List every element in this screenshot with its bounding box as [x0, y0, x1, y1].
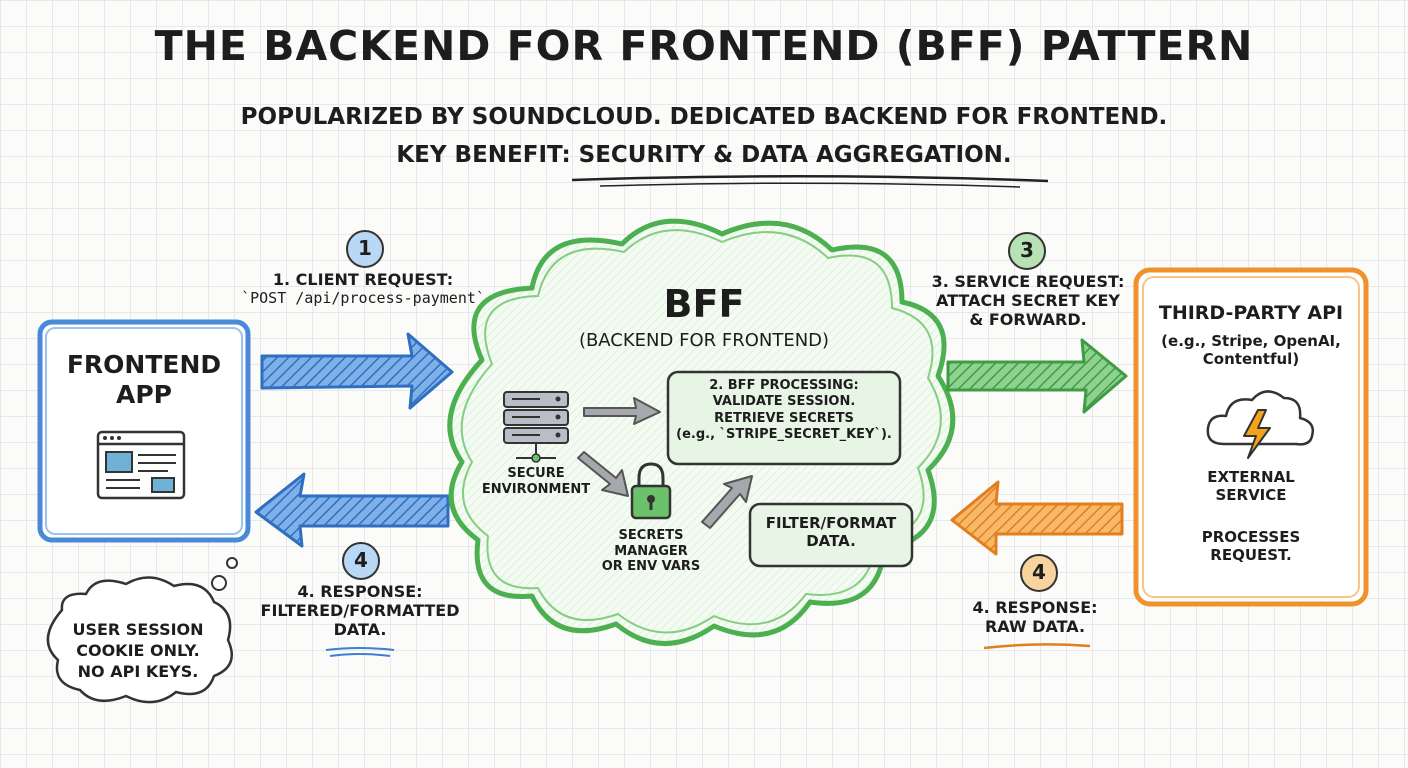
arrow-raw-response	[950, 480, 1124, 556]
secrets-label: SECRETS MANAGER OR ENV VARS	[601, 528, 701, 575]
server-icon	[503, 391, 569, 463]
bff-subtitle: (BACKEND FOR FRONTEND)	[578, 330, 830, 351]
arrow-client-request	[260, 332, 454, 410]
subtitle-highlight: SECURITY & DATA AGGREGATION.	[578, 142, 1012, 168]
arrow-filtered-response	[254, 472, 450, 548]
step-4-left-label: 4. RESPONSE: FILTERED/FORMATTED DATA.	[260, 582, 460, 640]
processing-text: 2. BFF PROCESSING: VALIDATE SESSION. RET…	[676, 378, 892, 442]
filter-box	[748, 502, 914, 568]
step-4-right-label: 4. RESPONSE: RAW DATA.	[972, 598, 1098, 637]
step-4-left-badge: 4	[342, 542, 380, 580]
session-note-text: USER SESSION COOKIE ONLY. NO API KEYS.	[72, 620, 204, 681]
arrow-server-to-secrets	[577, 451, 629, 497]
arrow-server-to-processing	[583, 397, 661, 425]
browser-window-icon	[96, 430, 186, 500]
step-1-badge: 1	[346, 230, 384, 268]
processing-box	[666, 370, 902, 466]
third-party-examples: (e.g., Stripe, OpenAI, Contentful)	[1161, 332, 1341, 368]
arrow-service-request	[946, 338, 1128, 414]
right-response-underline	[983, 643, 1091, 650]
external-service-label: EXTERNAL SERVICE	[1207, 468, 1295, 504]
left-response-underline	[325, 647, 395, 651]
step-3-badge: 3	[1008, 232, 1046, 270]
subtitle-prefix: KEY BENEFIT:	[396, 142, 579, 168]
filter-text: FILTER/FORMAT DATA.	[765, 514, 897, 550]
page-title: THE BACKEND FOR FRONTEND (BFF) PATTERN	[154, 22, 1254, 70]
step-4-right-badge: 4	[1020, 554, 1058, 592]
third-party-title: THIRD-PARTY API	[1158, 302, 1344, 324]
arrow-secrets-to-processing	[701, 475, 753, 529]
lock-icon	[630, 462, 672, 520]
frontend-title: FRONTEND APP	[66, 350, 222, 409]
server-label: SECURE ENVIRONMENT	[481, 466, 591, 497]
subtitle-line-2: KEY BENEFIT: SECURITY & DATA AGGREGATION…	[0, 142, 1408, 170]
session-note-bubble	[46, 557, 238, 704]
step-3-label: 3. SERVICE REQUEST: ATTACH SECRET KEY & …	[931, 272, 1125, 330]
processes-request-label: PROCESSES REQUEST.	[1201, 528, 1301, 564]
cloud-lightning-icon	[1206, 390, 1314, 459]
subtitle-line-1: POPULARIZED BY SOUNDCLOUD. DEDICATED BAC…	[240, 104, 1168, 130]
bff-title: BFF	[663, 282, 745, 326]
step-1-label: 1. CLIENT REQUEST: `POST /api/process-pa…	[241, 270, 485, 308]
subtitle-underline	[571, 174, 1049, 183]
